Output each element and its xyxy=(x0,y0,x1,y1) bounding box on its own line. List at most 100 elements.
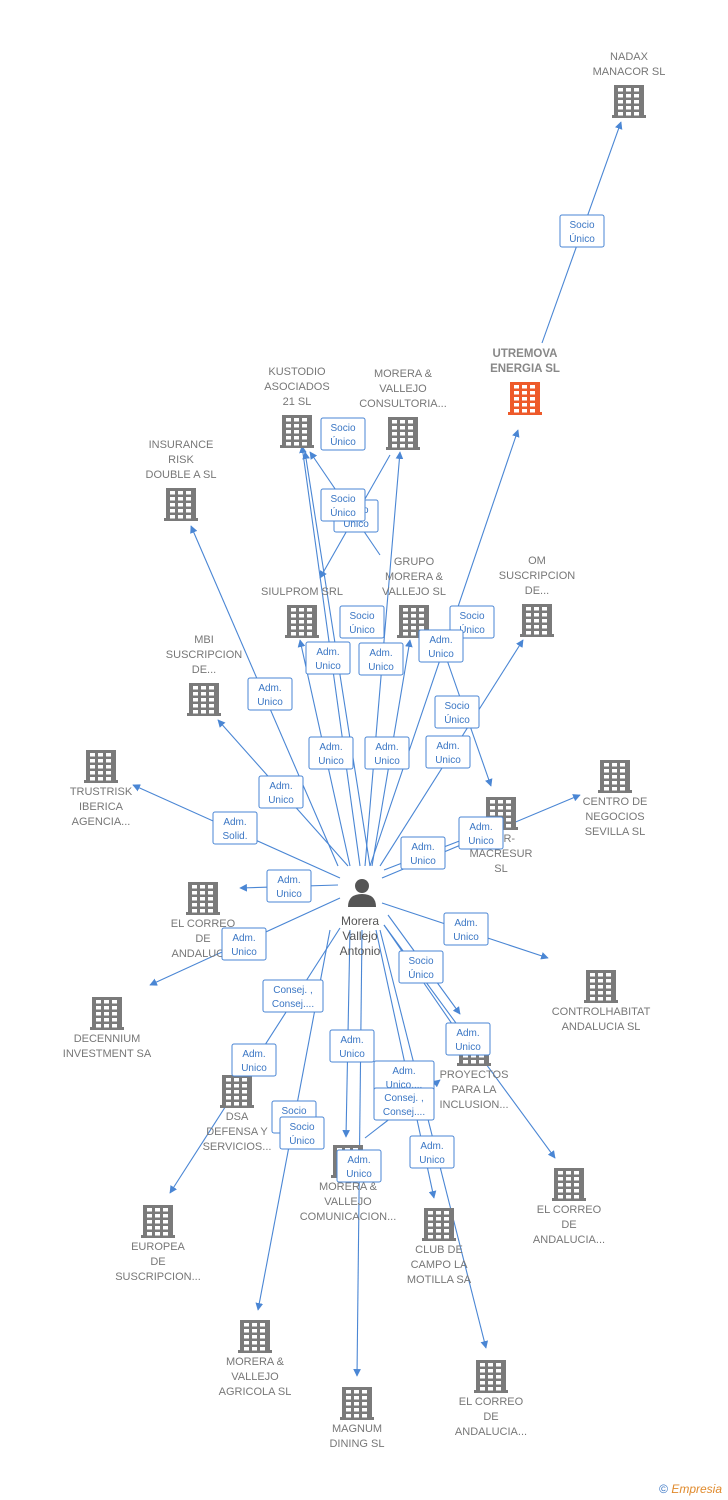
company-node-europea[interactable]: EUROPEADESUSCRIPCION... xyxy=(115,1205,201,1283)
company-node-siulprom[interactable]: SIULPROM SRL xyxy=(261,586,343,638)
building-icon xyxy=(422,1208,456,1241)
edge-label-l15[interactable]: Adm.Unico xyxy=(258,775,304,809)
edge-label-text: Unico xyxy=(339,1049,365,1060)
edge-label-text: Adm. xyxy=(429,635,452,646)
company-name-line: DE xyxy=(561,1219,576,1231)
edge-label-l07[interactable]: Adm. Unico xyxy=(305,641,351,675)
edge-label-text: Adm. xyxy=(319,742,342,753)
edge-label-l17[interactable]: Adm.Solid. xyxy=(212,811,258,845)
edge-label-text: Consej.... xyxy=(383,1107,425,1118)
company-name-line: OM xyxy=(528,555,546,567)
company-name-line: NADAX xyxy=(610,51,649,63)
company-name-line: CENTRO DE xyxy=(583,796,648,808)
edge-label-text: Adm. xyxy=(277,875,300,886)
edge-label-text: Adm. xyxy=(436,741,459,752)
company-node-mbisuscr[interactable]: MBISUSCRIPCIONDE... xyxy=(166,634,242,716)
edge-label-l23[interactable]: Adm.Unico xyxy=(445,1022,491,1056)
edge-label-l26[interactable]: Adm. Unico xyxy=(329,1029,375,1063)
company-node-elcorreo3[interactable]: EL CORREODEANDALUCIA... xyxy=(455,1360,527,1438)
person-icon xyxy=(348,879,376,907)
edge-label-text: Socio xyxy=(289,1122,314,1133)
edge-label-text: Adm. xyxy=(454,918,477,929)
edge-label-l21[interactable]: Adm.Unico xyxy=(443,912,489,946)
edge-label-l20[interactable]: Adm. Unico xyxy=(221,927,267,961)
person-name-line: Antonio xyxy=(340,944,381,958)
edge-label-l16[interactable]: Adm.Unico xyxy=(458,816,504,850)
edge-label-l28[interactable]: Consej. ,Consej.... xyxy=(373,1087,435,1121)
edge-label-text: Unico xyxy=(315,661,341,672)
edge-label-l10[interactable]: Adm.Unico xyxy=(247,677,293,711)
building-icon xyxy=(238,1320,272,1353)
company-name-line: DOUBLE A SL xyxy=(146,469,217,481)
edge-label-l13[interactable]: Adm.Unico xyxy=(364,736,410,770)
company-node-moreraconsult[interactable]: MORERA &VALLEJOCONSULTORIA... xyxy=(359,368,447,450)
edge-label-l24[interactable]: Consej. ,Consej.... xyxy=(262,979,324,1013)
company-node-trustrisk[interactable]: TRUSTRISKIBERICAAGENCIA... xyxy=(70,750,133,828)
edge-label-text: Unico xyxy=(428,649,454,660)
edge-label-text: Único xyxy=(408,968,434,981)
company-name-line: VALLEJO xyxy=(324,1196,372,1208)
edge-label-text: Socio xyxy=(569,220,594,231)
edge-label-text: Unico xyxy=(374,756,400,767)
company-name-line: IBERICA xyxy=(79,801,124,813)
edge-label-text: Único xyxy=(330,506,356,519)
person-name-line: Vallejo xyxy=(342,929,377,943)
edge-label-text: Adm. xyxy=(316,647,339,658)
company-name-line: VALLEJO SL xyxy=(382,586,446,598)
company-name-line: SERVICIOS... xyxy=(203,1141,272,1153)
edge-label-l09[interactable]: Adm. Unico xyxy=(418,629,464,663)
building-icon xyxy=(280,415,314,448)
edge-label-l14[interactable]: Adm.Unico xyxy=(425,735,471,769)
edge-label-l08[interactable]: Adm.Unico xyxy=(358,642,404,676)
edge-label-l32[interactable]: Adm.Unico xyxy=(409,1135,455,1169)
company-node-elcorreo2[interactable]: EL CORREODEANDALUCIA... xyxy=(533,1168,605,1246)
company-name-line: VALLEJO xyxy=(231,1371,279,1383)
edge-label-text: Adm. xyxy=(347,1155,370,1166)
edge-label-l19[interactable]: Adm.Unico xyxy=(266,869,312,903)
edge-label-text: Adm. xyxy=(340,1035,363,1046)
edge-label-l31[interactable]: Adm.Unico xyxy=(336,1149,382,1183)
company-node-omsuscr[interactable]: OMSUSCRIPCIONDE... xyxy=(499,555,575,637)
edge-label-text: Unico xyxy=(257,697,283,708)
company-name-line: INCLUSION... xyxy=(439,1099,508,1111)
building-icon xyxy=(340,1387,374,1420)
edge-label-text: Unico xyxy=(318,756,344,767)
edge-label-text: Adm. xyxy=(269,781,292,792)
edge-label-text: Adm. xyxy=(232,933,255,944)
edge-label-text: Adm. xyxy=(223,817,246,828)
company-name-line: GRUPO xyxy=(394,556,435,568)
edge-label-text: Único xyxy=(330,435,356,448)
edge-label-l25[interactable]: Adm.Unico xyxy=(231,1043,277,1077)
edge-label-text: Unico xyxy=(231,947,257,958)
edge-label-l27[interactable]: Adm.Unico,... xyxy=(373,1060,435,1094)
edge-label-text: Único xyxy=(289,1134,315,1147)
company-name-line: DE... xyxy=(192,664,216,676)
company-name-line: INSURANCE xyxy=(149,439,214,451)
company-name-line: NEGOCIOS xyxy=(585,811,644,823)
edge-label-l12[interactable]: Adm. Unico xyxy=(308,736,354,770)
edge-label-l18[interactable]: Adm.Unico xyxy=(400,836,446,870)
footer-brand[interactable]: © Empresia xyxy=(659,1482,722,1496)
